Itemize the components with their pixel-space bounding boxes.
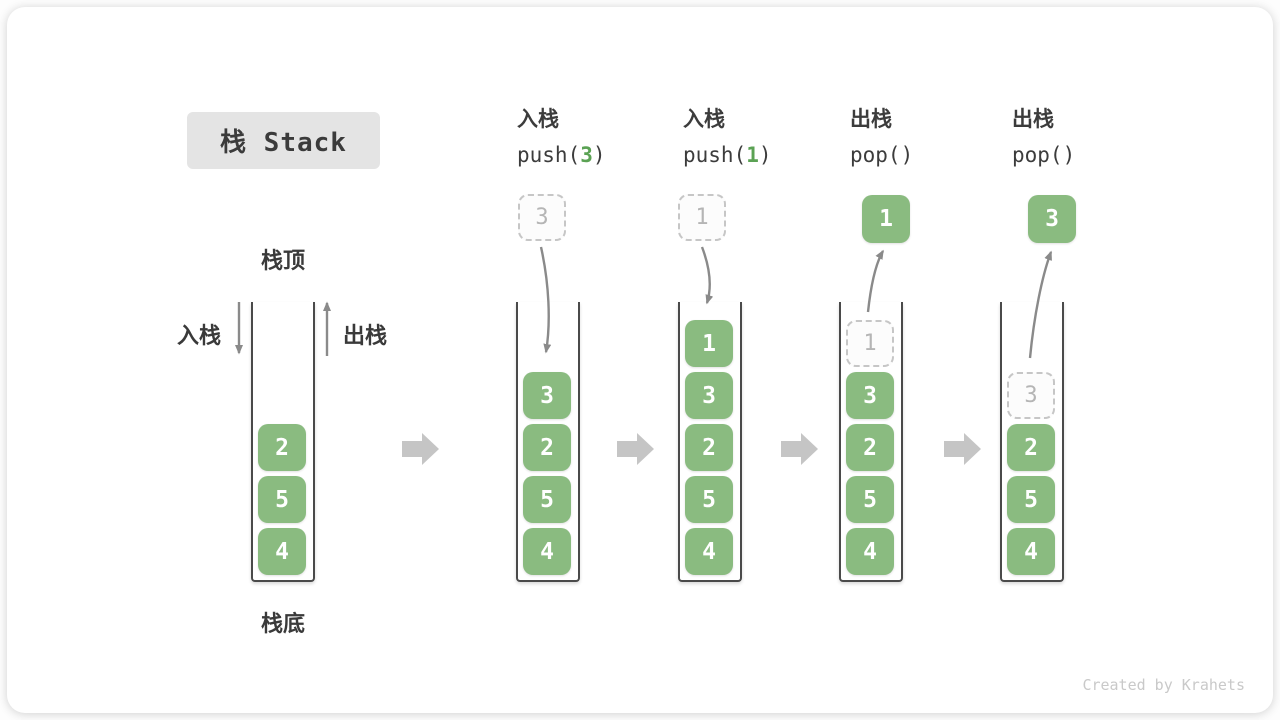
stack-cell: 2 (685, 424, 733, 471)
stack-cell: 5 (258, 476, 306, 523)
pop-code: pop() (850, 143, 914, 167)
stage-arrow-icon (617, 433, 654, 465)
stack-cell: 4 (258, 528, 306, 575)
code-arg: 3 (580, 143, 593, 167)
popped-value-box: 3 (1028, 195, 1076, 243)
stack-cell: 5 (1007, 476, 1055, 523)
code-post: ) (592, 143, 606, 167)
stage-push3-header: 入栈 push(3) (517, 107, 606, 168)
stack-cell: 3 (846, 372, 894, 419)
push-label: 入栈 (683, 108, 725, 131)
stack-cell: 1 (685, 320, 733, 367)
stack-cell: 5 (685, 476, 733, 523)
popped-value-box: 1 (862, 195, 910, 243)
pop-direction-label: 出栈 (342, 323, 387, 348)
stack-cell: 2 (846, 424, 894, 471)
stack-cell: 2 (523, 424, 571, 471)
stage-pop1-header: 出栈 pop() (850, 107, 913, 168)
pop-code: pop() (1012, 143, 1076, 167)
stack-cell: 3 (685, 372, 733, 419)
incoming-value-box: 3 (518, 194, 566, 241)
stack-cell: 4 (685, 528, 733, 575)
stage-arrow-icon (402, 433, 439, 465)
stack-top-label: 栈顶 (260, 248, 305, 273)
stage-arrow-icon (944, 433, 981, 465)
code-pre: push( (517, 143, 581, 167)
title-text: 栈 Stack (220, 128, 347, 158)
code-pre: push( (683, 143, 747, 167)
ghost-cell: 1 (846, 320, 894, 367)
stack-cell: 4 (846, 528, 894, 575)
pop-label: 出栈 (1012, 108, 1054, 131)
pop-label: 出栈 (850, 108, 892, 131)
stack-cell: 4 (523, 528, 571, 575)
push1-code: push(1) (683, 142, 772, 168)
title-box: 栈 Stack (187, 112, 380, 169)
code-arg: 1 (746, 143, 759, 167)
stack-bottom-label: 栈底 (260, 611, 305, 636)
watermark: Created by Krahets (1082, 676, 1245, 694)
stage-pop2-header: 出栈 pop() (1012, 107, 1075, 168)
stack-cell: 2 (1007, 424, 1055, 471)
stage-arrow-icon (781, 433, 818, 465)
stack-cell: 5 (523, 476, 571, 523)
stack-cell: 2 (258, 424, 306, 471)
stack-cell: 4 (1007, 528, 1055, 575)
incoming-value-box: 1 (678, 194, 726, 241)
push-direction-label: 入栈 (176, 323, 221, 348)
ghost-cell: 3 (1007, 372, 1055, 419)
stage-push1-header: 入栈 push(1) (683, 107, 772, 168)
stack-cell: 3 (523, 372, 571, 419)
push-label: 入栈 (517, 108, 559, 131)
push3-code: push(3) (517, 142, 606, 168)
stack-cell: 5 (846, 476, 894, 523)
code-post: ) (758, 143, 772, 167)
